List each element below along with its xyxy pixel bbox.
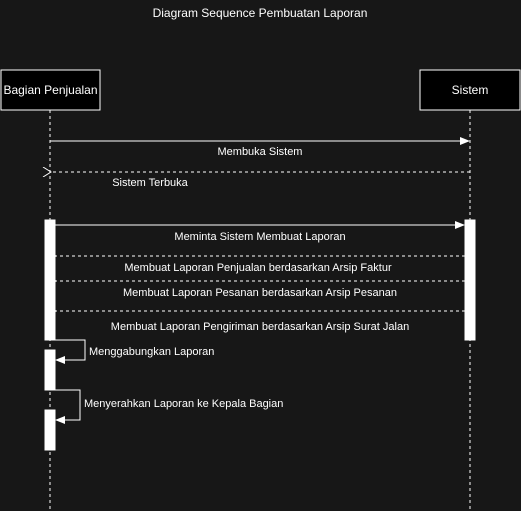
diagram-title: Diagram Sequence Pembuatan Laporan <box>153 6 368 20</box>
message-menggabungkan-laporan: Menggabungkan Laporan <box>55 339 214 364</box>
message-menyerahkan-laporan: Menyerahkan Laporan ke Kepala Bagian <box>55 389 283 424</box>
message-label: Membuka Sistem <box>218 146 303 158</box>
message-label: Sistem Terbuka <box>112 177 188 189</box>
message-meminta-sistem-membuat-laporan: Meminta Sistem Membuat Laporan <box>55 221 465 243</box>
message-label: Menyerahkan Laporan ke Kepala Bagian <box>84 398 283 410</box>
message-label: Menggabungkan Laporan <box>89 346 214 358</box>
message-label: Meminta Sistem Membuat Laporan <box>174 231 345 243</box>
activation-bar-bagian-self-2 <box>44 409 56 451</box>
participant-sistem: Sistem <box>419 69 521 111</box>
participant-bagian-penjualan: Bagian Penjualan <box>0 69 101 111</box>
activation-bar-bagian <box>44 219 56 341</box>
message-laporan-pengiriman: Membuat Laporan Pengiriman berdasarkan A… <box>56 311 465 333</box>
message-sistem-terbuka: Sistem Terbuka <box>51 172 470 189</box>
activation-bar-sistem <box>464 219 476 341</box>
participant-label: Sistem <box>452 83 489 97</box>
participant-label: Bagian Penjualan <box>3 83 97 97</box>
message-laporan-penjualan: Membuat Laporan Penjualan berdasarkan Ar… <box>56 256 465 274</box>
message-laporan-pesanan: Membuat Laporan Pesanan berdasarkan Arsi… <box>56 281 465 299</box>
activation-bar-bagian-self-1 <box>44 349 56 391</box>
message-label: Membuat Laporan Penjualan berdasarkan Ar… <box>124 262 392 274</box>
message-label: Membuat Laporan Pengiriman berdasarkan A… <box>111 321 409 333</box>
message-label: Membuat Laporan Pesanan berdasarkan Arsi… <box>123 287 397 299</box>
message-membuka-sistem: Membuka Sistem <box>50 137 470 158</box>
